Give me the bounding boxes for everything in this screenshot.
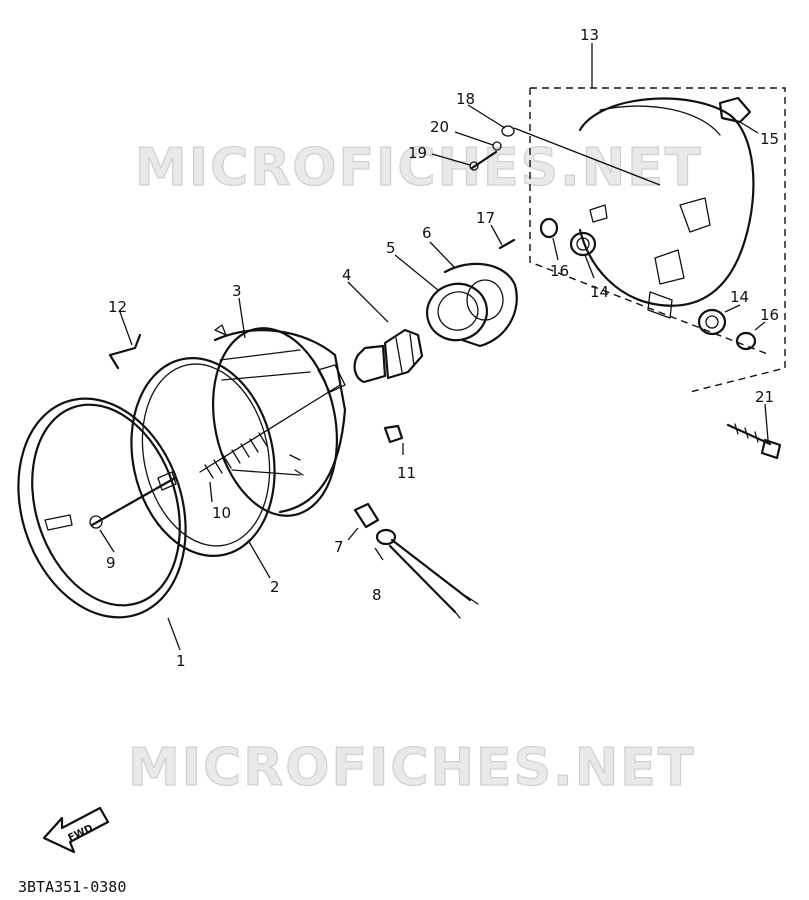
callout-21: 21 xyxy=(755,388,774,406)
collar-2 xyxy=(735,331,757,351)
nut-20 xyxy=(492,141,502,151)
callout-9: 9 xyxy=(106,554,116,572)
headlight-unit xyxy=(211,324,347,517)
callout-7: 7 xyxy=(334,538,344,556)
damper-top xyxy=(718,96,752,124)
screw-17 xyxy=(498,238,516,250)
callout-20: 20 xyxy=(430,118,449,136)
connector-wire xyxy=(375,528,479,619)
clip xyxy=(108,333,142,370)
callout-1: 1 xyxy=(176,652,186,670)
callout-4: 4 xyxy=(342,266,352,284)
leader-lines xyxy=(99,43,769,651)
callout-19: 19 xyxy=(408,144,427,162)
callout-16-b: 16 xyxy=(760,306,779,324)
diagram-code: 3BTA351-0380 xyxy=(18,878,126,896)
bolt-19 xyxy=(469,150,498,171)
rubber-cap xyxy=(353,502,380,529)
adjusting-spring xyxy=(199,384,341,479)
callout-12: 12 xyxy=(108,298,127,316)
screw xyxy=(89,476,177,529)
callout-3: 3 xyxy=(232,282,242,300)
callout-8: 8 xyxy=(372,586,382,604)
collar-1 xyxy=(539,217,559,239)
damper-2 xyxy=(697,308,727,336)
watermark-bottom: MICROFICHES.NET xyxy=(128,738,695,798)
callout-10: 10 xyxy=(212,504,231,522)
callout-15: 15 xyxy=(760,130,779,148)
callout-14-a: 14 xyxy=(590,283,609,301)
headlight-housing xyxy=(578,97,755,319)
washer-18 xyxy=(501,125,661,186)
callout-13: 13 xyxy=(580,26,599,44)
fwd-label: FWD xyxy=(66,823,94,844)
bulb xyxy=(353,328,424,384)
callout-2: 2 xyxy=(270,578,280,596)
watermark-top: MICROFICHES.NET xyxy=(135,138,702,198)
callout-6: 6 xyxy=(422,224,432,242)
socket-cover xyxy=(443,262,518,348)
damper-1 xyxy=(569,231,597,257)
callouts: 1 2 3 4 5 6 7 8 9 10 11 12 13 14 14 14 1… xyxy=(106,26,779,670)
callout-16-a: 16 xyxy=(550,262,569,280)
lens-ring xyxy=(130,357,276,557)
bulb-socket xyxy=(426,282,488,342)
headlight-rim xyxy=(17,397,187,619)
housing-boundary xyxy=(529,87,786,393)
fwd-arrow-icon: FWD xyxy=(42,806,110,854)
bolt-21 xyxy=(726,423,782,460)
callout-5: 5 xyxy=(386,239,396,257)
callout-18: 18 xyxy=(456,90,475,108)
callout-17: 17 xyxy=(476,209,495,227)
callout-11: 11 xyxy=(397,464,416,482)
nut xyxy=(383,424,404,444)
callout-14-b: 14 xyxy=(730,288,749,306)
